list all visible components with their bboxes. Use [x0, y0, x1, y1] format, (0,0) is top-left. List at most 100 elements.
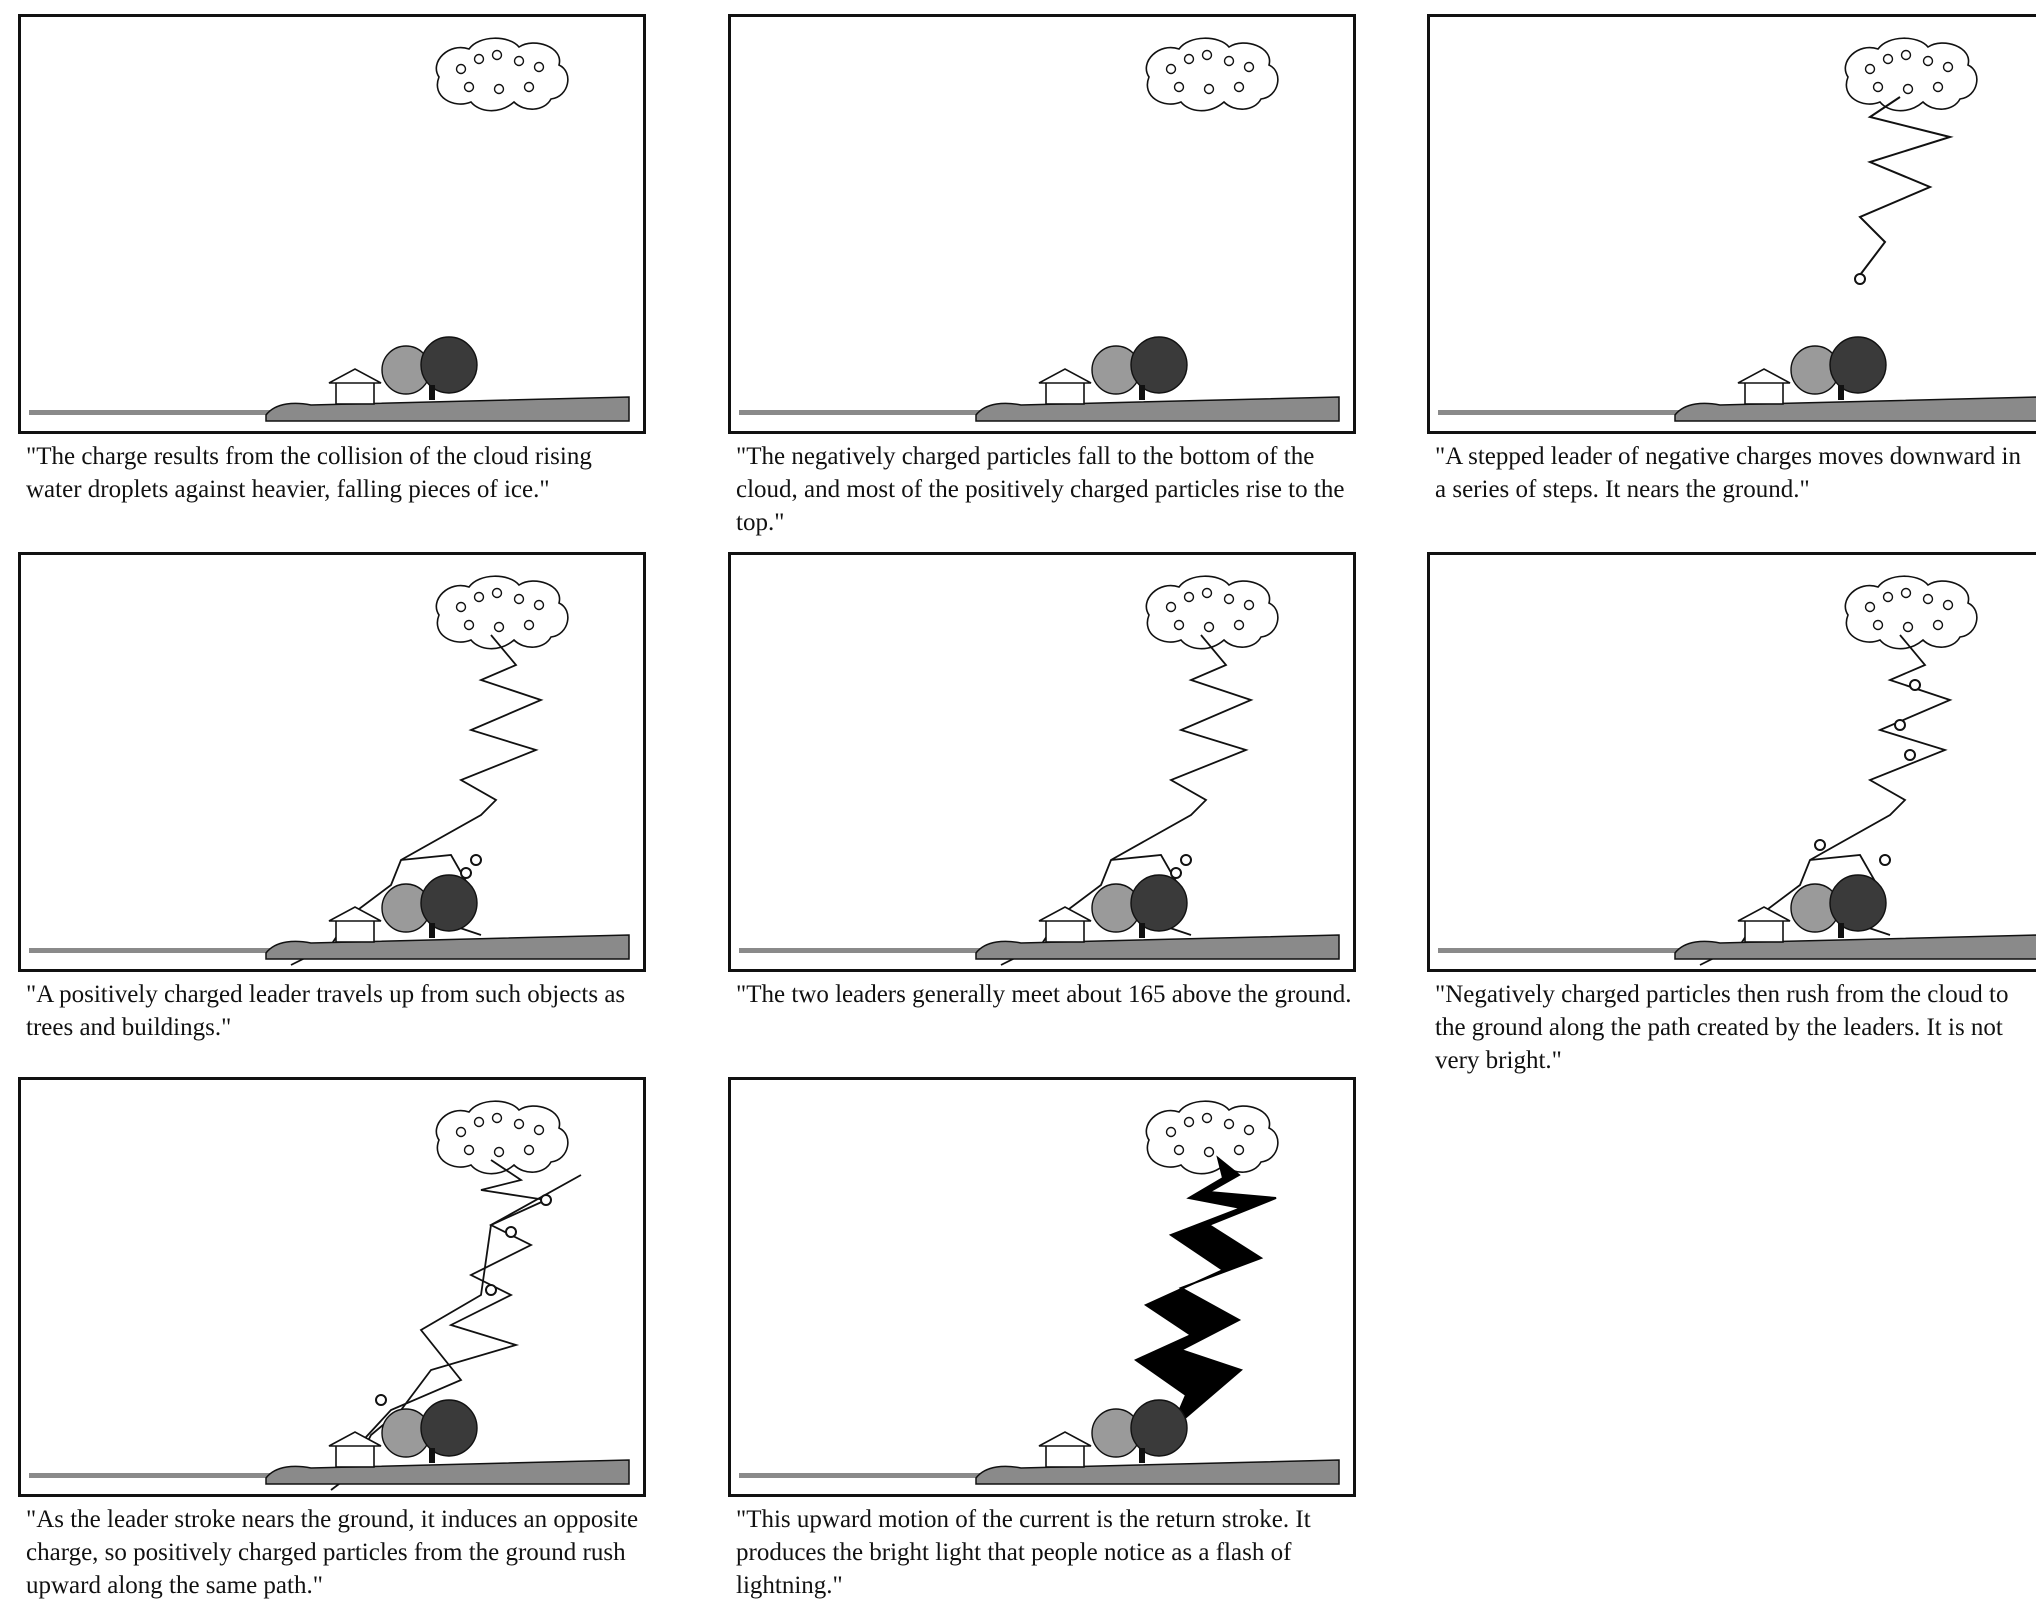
- charge-particle: [513, 55, 525, 67]
- ground-line: [1438, 410, 1688, 415]
- charge-particle: [1932, 619, 1944, 631]
- charge-particle: [463, 1144, 475, 1156]
- panel-stepped-leader: "A stepped leader of negative charges mo…: [1427, 14, 2036, 506]
- charge-particle: [491, 1112, 503, 1124]
- charge-particle: [1173, 81, 1185, 93]
- panel-charge-separation: "The charge results from the collision o…: [18, 14, 646, 506]
- caption: "The two leaders generally meet about 16…: [736, 981, 1352, 1008]
- house-roof: [328, 1431, 382, 1447]
- charge-particle: [1233, 619, 1245, 631]
- ground-scene: [739, 874, 1340, 960]
- house: [1045, 1444, 1085, 1468]
- charge-particle: [1902, 83, 1914, 95]
- cloud: [1145, 575, 1279, 650]
- ground-scene: [29, 336, 630, 422]
- panel-negative-rush: "Negatively charged particles then rush …: [1427, 552, 2036, 1077]
- ground-scene: [29, 1399, 630, 1485]
- caption: "This upward motion of the current is th…: [736, 1506, 1311, 1599]
- house-roof: [1038, 906, 1092, 922]
- charge-particle: [533, 1124, 545, 1136]
- charge-particle: [491, 587, 503, 599]
- charge-particle: [1894, 719, 1906, 731]
- return-stroke-illustration: [739, 1100, 1340, 1485]
- charge-particle: [1165, 1126, 1177, 1138]
- cloud-outline: [1145, 37, 1279, 112]
- tree-crown: [420, 874, 478, 932]
- charge-particle: [1203, 83, 1215, 95]
- illustration-frame: [728, 1077, 1356, 1497]
- charge-particle: [1882, 591, 1894, 603]
- house: [1744, 919, 1784, 943]
- caption: "Negatively charged particles then rush …: [1435, 981, 2009, 1074]
- negative-rush-illustration: [1438, 575, 2036, 966]
- cloud: [1145, 1100, 1279, 1175]
- return-path: [330, 1174, 582, 1476]
- panel-charge-separated-cloud: "The negatively charged particles fall t…: [728, 14, 1356, 539]
- illustration-frame: [18, 552, 646, 972]
- ground-line: [1438, 948, 1688, 953]
- illustration-frame: [18, 14, 646, 434]
- charge-particle: [1173, 619, 1185, 631]
- charge-particle: [1165, 601, 1177, 613]
- charge-particle: [1203, 1146, 1215, 1158]
- positive-leader-illustration: [29, 575, 630, 966]
- hill: [975, 396, 1340, 422]
- charge-particle: [1900, 587, 1912, 599]
- house-roof: [1737, 368, 1791, 384]
- house: [1045, 919, 1085, 943]
- charge-particle: [1201, 1112, 1213, 1124]
- bright-lightning-bolt: [1133, 1155, 1277, 1431]
- caption: "The charge results from the collision o…: [26, 443, 592, 503]
- ground-line: [739, 948, 989, 953]
- illustration-frame: [728, 14, 1356, 434]
- tree-trunk: [429, 923, 435, 938]
- separated-cloud-illustration: [739, 37, 1340, 422]
- charge-particle: [473, 591, 485, 603]
- hill: [1674, 396, 2036, 422]
- hill: [975, 934, 1340, 960]
- charge-particle: [375, 1394, 387, 1406]
- upward-leader-charge: [470, 854, 482, 866]
- charge-particle: [513, 593, 525, 605]
- house-roof: [1737, 906, 1791, 922]
- charge-particle: [1909, 679, 1921, 691]
- tree-trunk: [429, 1448, 435, 1463]
- charge-particle: [533, 61, 545, 73]
- ground-line: [29, 1473, 279, 1478]
- illustration-frame: [1427, 552, 2036, 972]
- charge-particle: [523, 1144, 535, 1156]
- charge-particle: [1165, 63, 1177, 75]
- cloud: [1844, 575, 1978, 650]
- meeting-point-charge: [1170, 867, 1182, 879]
- charge-particle: [523, 81, 535, 93]
- tree-trunk: [1139, 385, 1145, 400]
- charge-particle: [455, 63, 467, 75]
- hill: [265, 396, 630, 422]
- panel-positive-leader: "A positively charged leader travels up …: [18, 552, 646, 1044]
- charge-particle: [493, 621, 505, 633]
- hill: [265, 1459, 630, 1485]
- house: [335, 1444, 375, 1468]
- cloud: [435, 37, 569, 112]
- charge-particle: [1183, 53, 1195, 65]
- charge-particle: [1864, 601, 1876, 613]
- tree-crown: [1829, 874, 1887, 932]
- hill: [1674, 934, 2036, 960]
- panel-induced-upward: "As the leader stroke nears the ground, …: [18, 1077, 646, 1602]
- charge-particle: [1904, 749, 1916, 761]
- ground-line: [29, 410, 279, 415]
- ground-scene: [739, 1399, 1340, 1485]
- charge-particle: [463, 619, 475, 631]
- ground-scene: [1438, 874, 2036, 960]
- house-roof: [328, 906, 382, 922]
- charge-particle: [1173, 1144, 1185, 1156]
- caption: "As the leader stroke nears the ground, …: [26, 1506, 639, 1599]
- house-roof: [328, 368, 382, 384]
- house-roof: [1038, 368, 1092, 384]
- charge-particle: [1223, 593, 1235, 605]
- charge-particle: [1864, 63, 1876, 75]
- charge-particle: [1902, 621, 1914, 633]
- illustration-frame: [728, 552, 1356, 972]
- tree-crown: [1130, 874, 1188, 932]
- ground-scene: [29, 874, 630, 960]
